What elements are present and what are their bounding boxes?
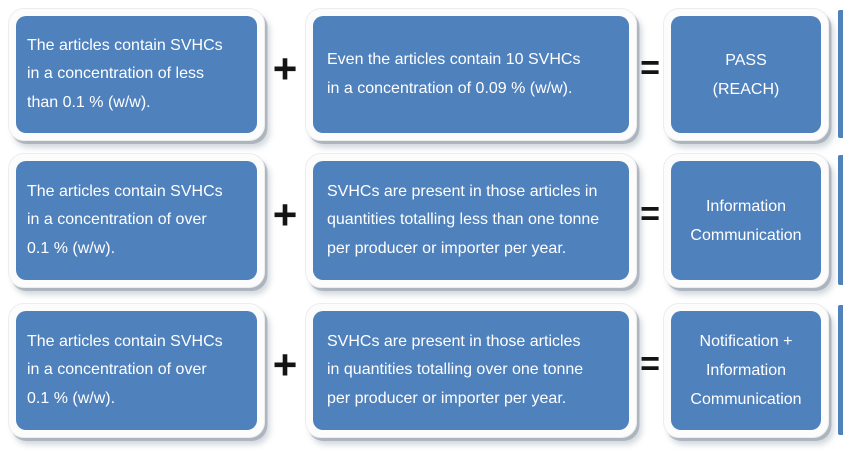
condition-box-1-row-2: The articles contain SVHCs in a concentr… (8, 153, 265, 288)
cropped-next-box-sliver-row-2 (838, 155, 843, 285)
result-text: Notification + Information Communication (671, 311, 821, 430)
condition-text: The articles contain SVHCs in a concentr… (16, 311, 257, 430)
diagram-row-1: The articles contain SVHCs in a concentr… (8, 8, 829, 141)
diagram-row-2: The articles contain SVHCs in a concentr… (8, 153, 829, 288)
plus-operator: + (272, 340, 298, 388)
condition-text: SVHCs are present in those articles in q… (313, 311, 629, 430)
equals-operator: = (640, 345, 660, 383)
condition-text: Even the articles contain 10 SVHCs in a … (313, 16, 629, 133)
result-box-row-1: PASS (REACH) (663, 8, 829, 141)
condition-box-2-row-2: SVHCs are present in those articles in q… (305, 153, 637, 288)
condition-text: SVHCs are present in those articles in q… (313, 161, 629, 280)
result-box-row-3: Notification + Information Communication (663, 303, 829, 438)
condition-text: The articles contain SVHCs in a concentr… (16, 16, 257, 133)
equals-operator: = (640, 195, 660, 233)
condition-box-2-row-3: SVHCs are present in those articles in q… (305, 303, 637, 438)
condition-box-1-row-3: The articles contain SVHCs in a concentr… (8, 303, 265, 438)
plus-operator: + (272, 190, 298, 238)
diagram-row-3: The articles contain SVHCs in a concentr… (8, 303, 829, 438)
cropped-next-box-sliver-row-1 (838, 10, 843, 138)
cropped-next-box-sliver-row-3 (838, 305, 843, 435)
equals-operator: = (640, 49, 660, 87)
result-text: Information Communication (671, 161, 821, 280)
condition-text: The articles contain SVHCs in a concentr… (16, 161, 257, 280)
plus-operator: + (272, 44, 298, 92)
result-text: PASS (REACH) (671, 16, 821, 133)
condition-box-2-row-1: Even the articles contain 10 SVHCs in a … (305, 8, 637, 141)
result-box-row-2: Information Communication (663, 153, 829, 288)
condition-box-1-row-1: The articles contain SVHCs in a concentr… (8, 8, 265, 141)
